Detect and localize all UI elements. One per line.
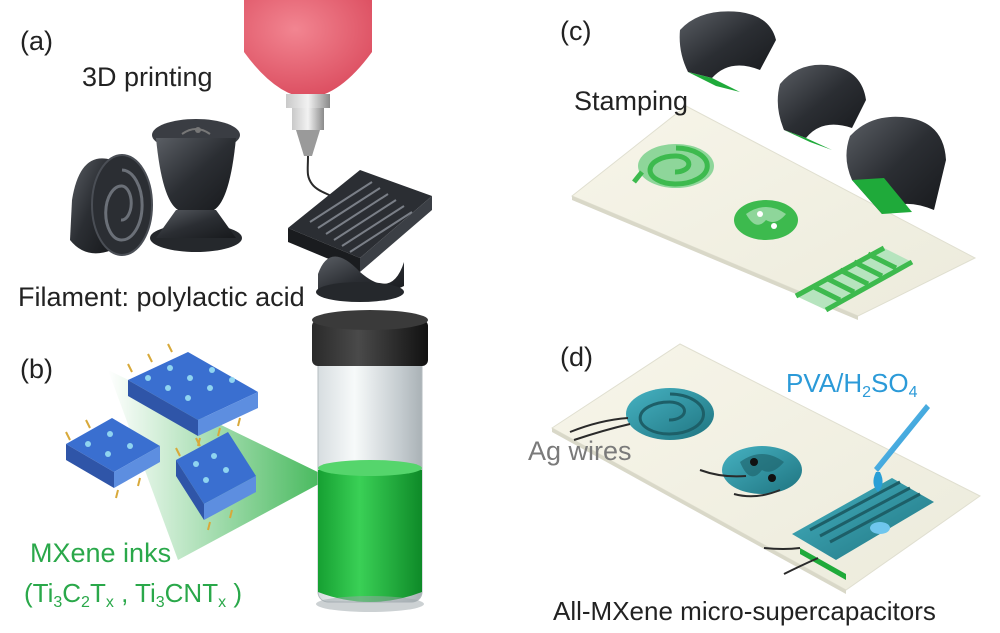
panel-c-title: Stamping	[574, 86, 688, 116]
printer-nozzle	[244, 0, 372, 199]
panel-a-caption: Filament: polylactic acid	[18, 282, 305, 312]
silver-wires	[569, 417, 819, 575]
panel-b-caption-line2: (Ti3C2Tx , Ti3CNTx )	[24, 578, 242, 611]
stamp-c-spiral	[679, 11, 776, 92]
panel-b-letter: (b)	[20, 354, 53, 384]
mxene-flake-upper	[127, 343, 258, 447]
device-spiral	[626, 388, 714, 440]
interdigital-stamp	[288, 170, 432, 302]
panel-a-letter: (a)	[20, 26, 53, 56]
panel-a: (a) 3D printing Filament: polylactic aci…	[18, 0, 432, 312]
panel-c: (c) Stamping	[560, 11, 977, 320]
device-interdigital	[792, 478, 934, 580]
panel-d-wires-label: Ag wires	[528, 436, 632, 466]
green-yinyang-pattern	[734, 200, 798, 240]
panel-d-electrolyte-label: PVA/H2SO4	[786, 368, 918, 401]
green-spiral-pattern	[632, 144, 714, 188]
panel-c-letter: (c)	[560, 16, 591, 46]
panel-d: (d) PVA/H2SO4 Ag wires All-MXene micro-s…	[528, 342, 981, 626]
panel-b: (b) MXene inks (Ti3C2Tx , Ti3CNTx )	[20, 310, 428, 612]
panel-d-caption: All-MXene micro-supercapacitors	[553, 596, 936, 626]
stamp-c-interdigital	[846, 116, 946, 214]
device-yinyang	[722, 446, 802, 494]
yinyang-stamp	[150, 119, 242, 252]
ink-vial	[312, 310, 428, 612]
mxene-flake-right	[175, 432, 256, 531]
stamp-c-yinyang	[777, 64, 866, 150]
green-interdigital-pattern	[794, 245, 914, 313]
spiral-stamp	[70, 154, 153, 256]
panel-d-letter: (d)	[560, 342, 593, 372]
panel-a-title: 3D printing	[82, 62, 213, 92]
panel-b-caption-line1: MXene inks	[30, 538, 171, 568]
electrolyte-dropper	[873, 404, 930, 492]
mxene-flake-left	[65, 418, 160, 499]
